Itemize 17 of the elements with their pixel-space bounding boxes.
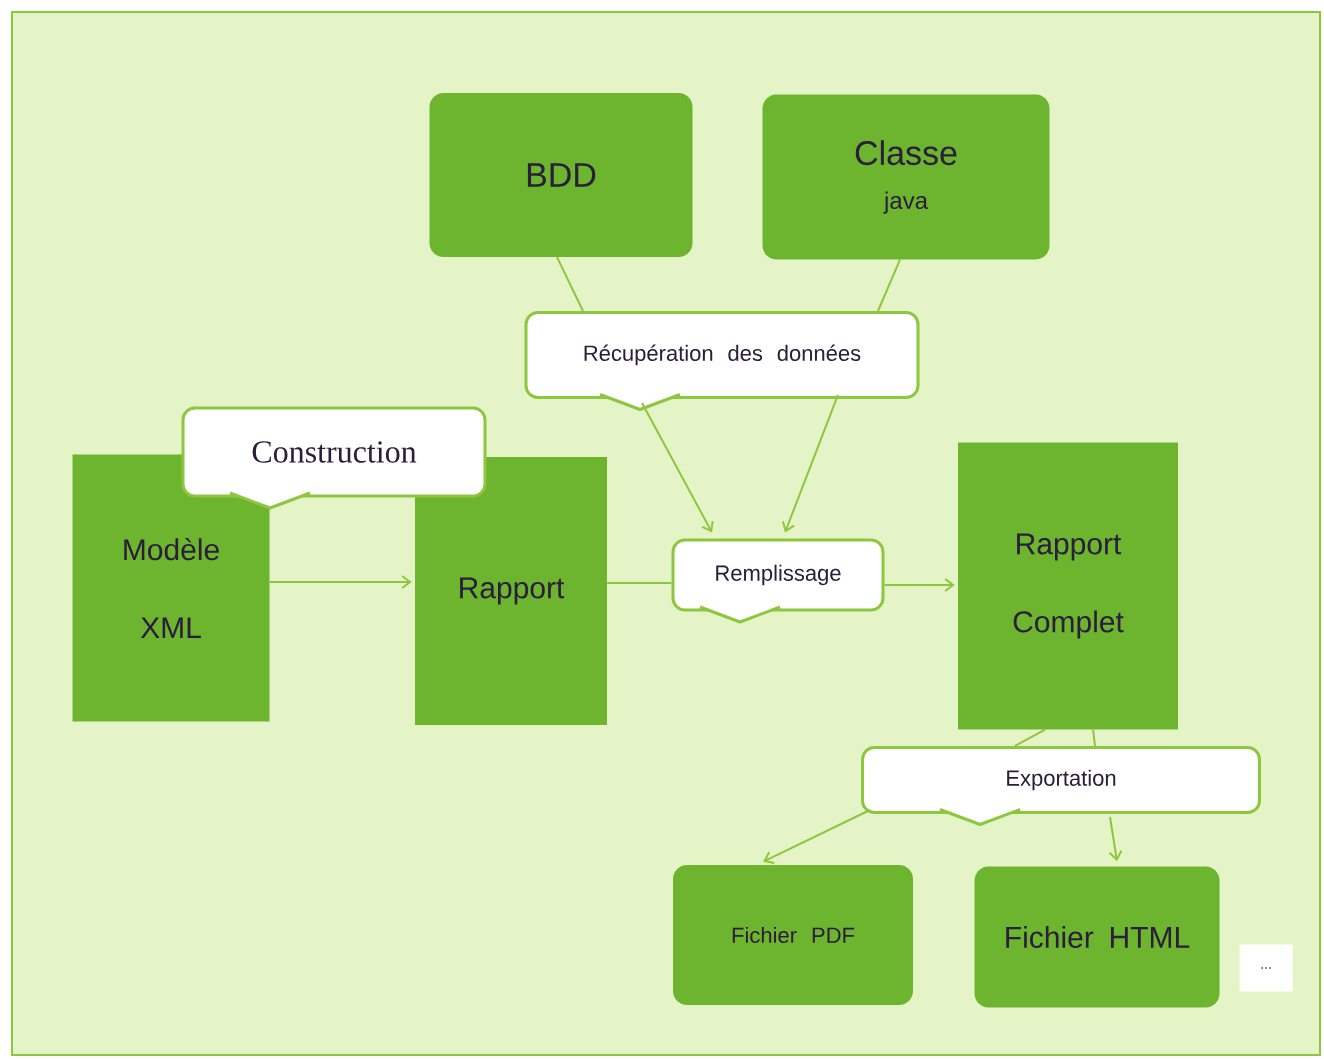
arrow	[268, 575, 412, 589]
process-box: Fichier HTML	[974, 866, 1220, 1008]
arrow	[1108, 816, 1123, 862]
callout-bubble: Remplissage	[671, 538, 885, 624]
arrow	[641, 402, 714, 533]
process-box: Classe java	[762, 94, 1050, 260]
callout-bubble: Récupération des données	[524, 311, 920, 411]
document-block: Rapport	[415, 457, 607, 725]
document-block: Rapport Complet	[958, 442, 1178, 730]
ellipsis-box: ...	[1239, 944, 1293, 992]
arrow	[781, 394, 839, 533]
process-box: Fichier PDF	[673, 865, 913, 1005]
callout-bubble: Exportation	[861, 746, 1261, 826]
process-box: BDD	[429, 93, 693, 257]
arrow	[883, 578, 955, 592]
arrow	[763, 809, 871, 864]
callout-bubble: Construction	[181, 406, 487, 510]
